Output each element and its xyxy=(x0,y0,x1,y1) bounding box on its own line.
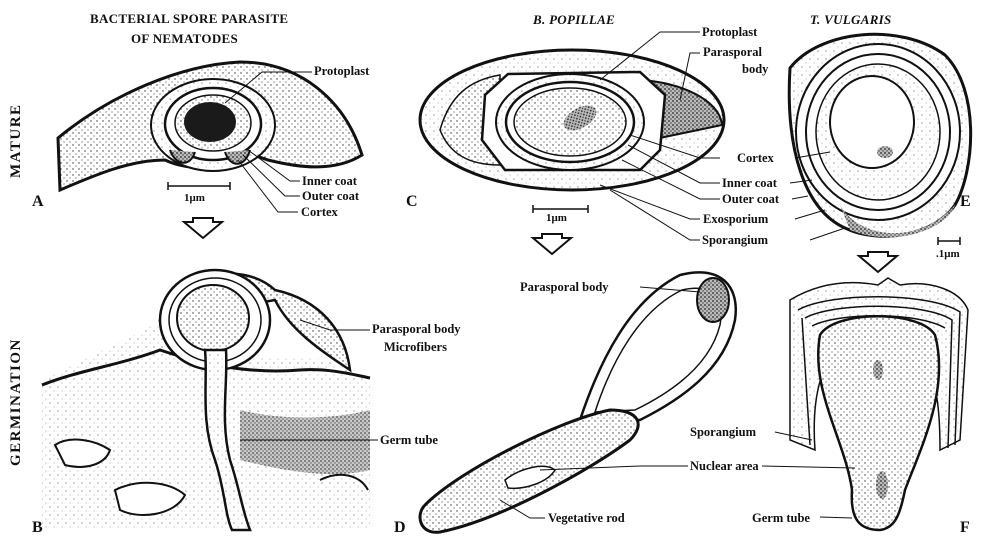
title-left-line1: BACTERIAL SPORE PARASITE xyxy=(90,12,288,25)
label-c-outer-coat: Outer coat xyxy=(722,193,779,206)
panel-label-b: B xyxy=(32,520,43,536)
label-d-nuclear-area: Nuclear area xyxy=(690,460,759,473)
arrow-down-c xyxy=(533,234,571,254)
label-b-parasporal-body: Parasporal body xyxy=(372,323,461,336)
label-c-parasporal-line2: body xyxy=(742,63,768,76)
title-middle: B. POPILLAE xyxy=(533,13,615,26)
label-a-cortex: Cortex xyxy=(301,206,338,219)
scale-label-a: 1μm xyxy=(184,193,205,204)
spore-diagram-a xyxy=(58,62,362,190)
panel-label-e: E xyxy=(960,194,971,210)
arrow-down-e xyxy=(859,252,897,272)
scale-label-c: 1μm xyxy=(546,213,567,224)
label-a-protoplast: Protoplast xyxy=(314,65,369,78)
spore-diagram-e xyxy=(789,34,970,237)
row-label-germination: GERMINATION xyxy=(8,338,25,466)
panel-label-c: C xyxy=(406,194,418,210)
scale-bar-e xyxy=(938,237,960,245)
panel-label-f: F xyxy=(960,520,970,536)
label-a-inner-coat: Inner coat xyxy=(302,175,357,188)
label-c-parasporal-line1: Parasporal xyxy=(703,46,762,59)
label-d-vegetative-rod: Vegetative rod xyxy=(548,512,625,525)
label-f-germ-tube: Germ tube xyxy=(752,512,810,525)
label-c-sporangium: Sporangium xyxy=(702,234,768,247)
row-label-mature: MATURE xyxy=(8,103,25,178)
label-c-exosporium: Exosporium xyxy=(703,213,768,226)
scale-bar-a xyxy=(168,182,230,190)
label-d-parasporal-body: Parasporal body xyxy=(520,281,609,294)
title-right: T. VULGARIS xyxy=(810,13,892,26)
label-c-protoplast: Protoplast xyxy=(702,26,757,39)
arrow-down-a xyxy=(184,218,222,238)
label-a-outer-coat: Outer coat xyxy=(302,190,359,203)
panel-label-a: A xyxy=(32,194,44,210)
scale-label-e: .1μm xyxy=(936,249,960,260)
germinating-cell-d xyxy=(420,272,736,532)
label-b-germ-tube: Germ tube xyxy=(380,434,438,447)
label-b-microfibers: Microfibers xyxy=(384,341,447,354)
title-left-line2: OF NEMATODES xyxy=(131,32,238,45)
spore-diagram-c xyxy=(420,50,724,190)
label-f-sporangium: Sporangium xyxy=(690,426,756,439)
label-c-cortex: Cortex xyxy=(737,152,774,165)
panel-label-d: D xyxy=(394,520,406,536)
label-c-inner-coat: Inner coat xyxy=(722,177,777,190)
germinating-spore-f xyxy=(790,278,968,530)
